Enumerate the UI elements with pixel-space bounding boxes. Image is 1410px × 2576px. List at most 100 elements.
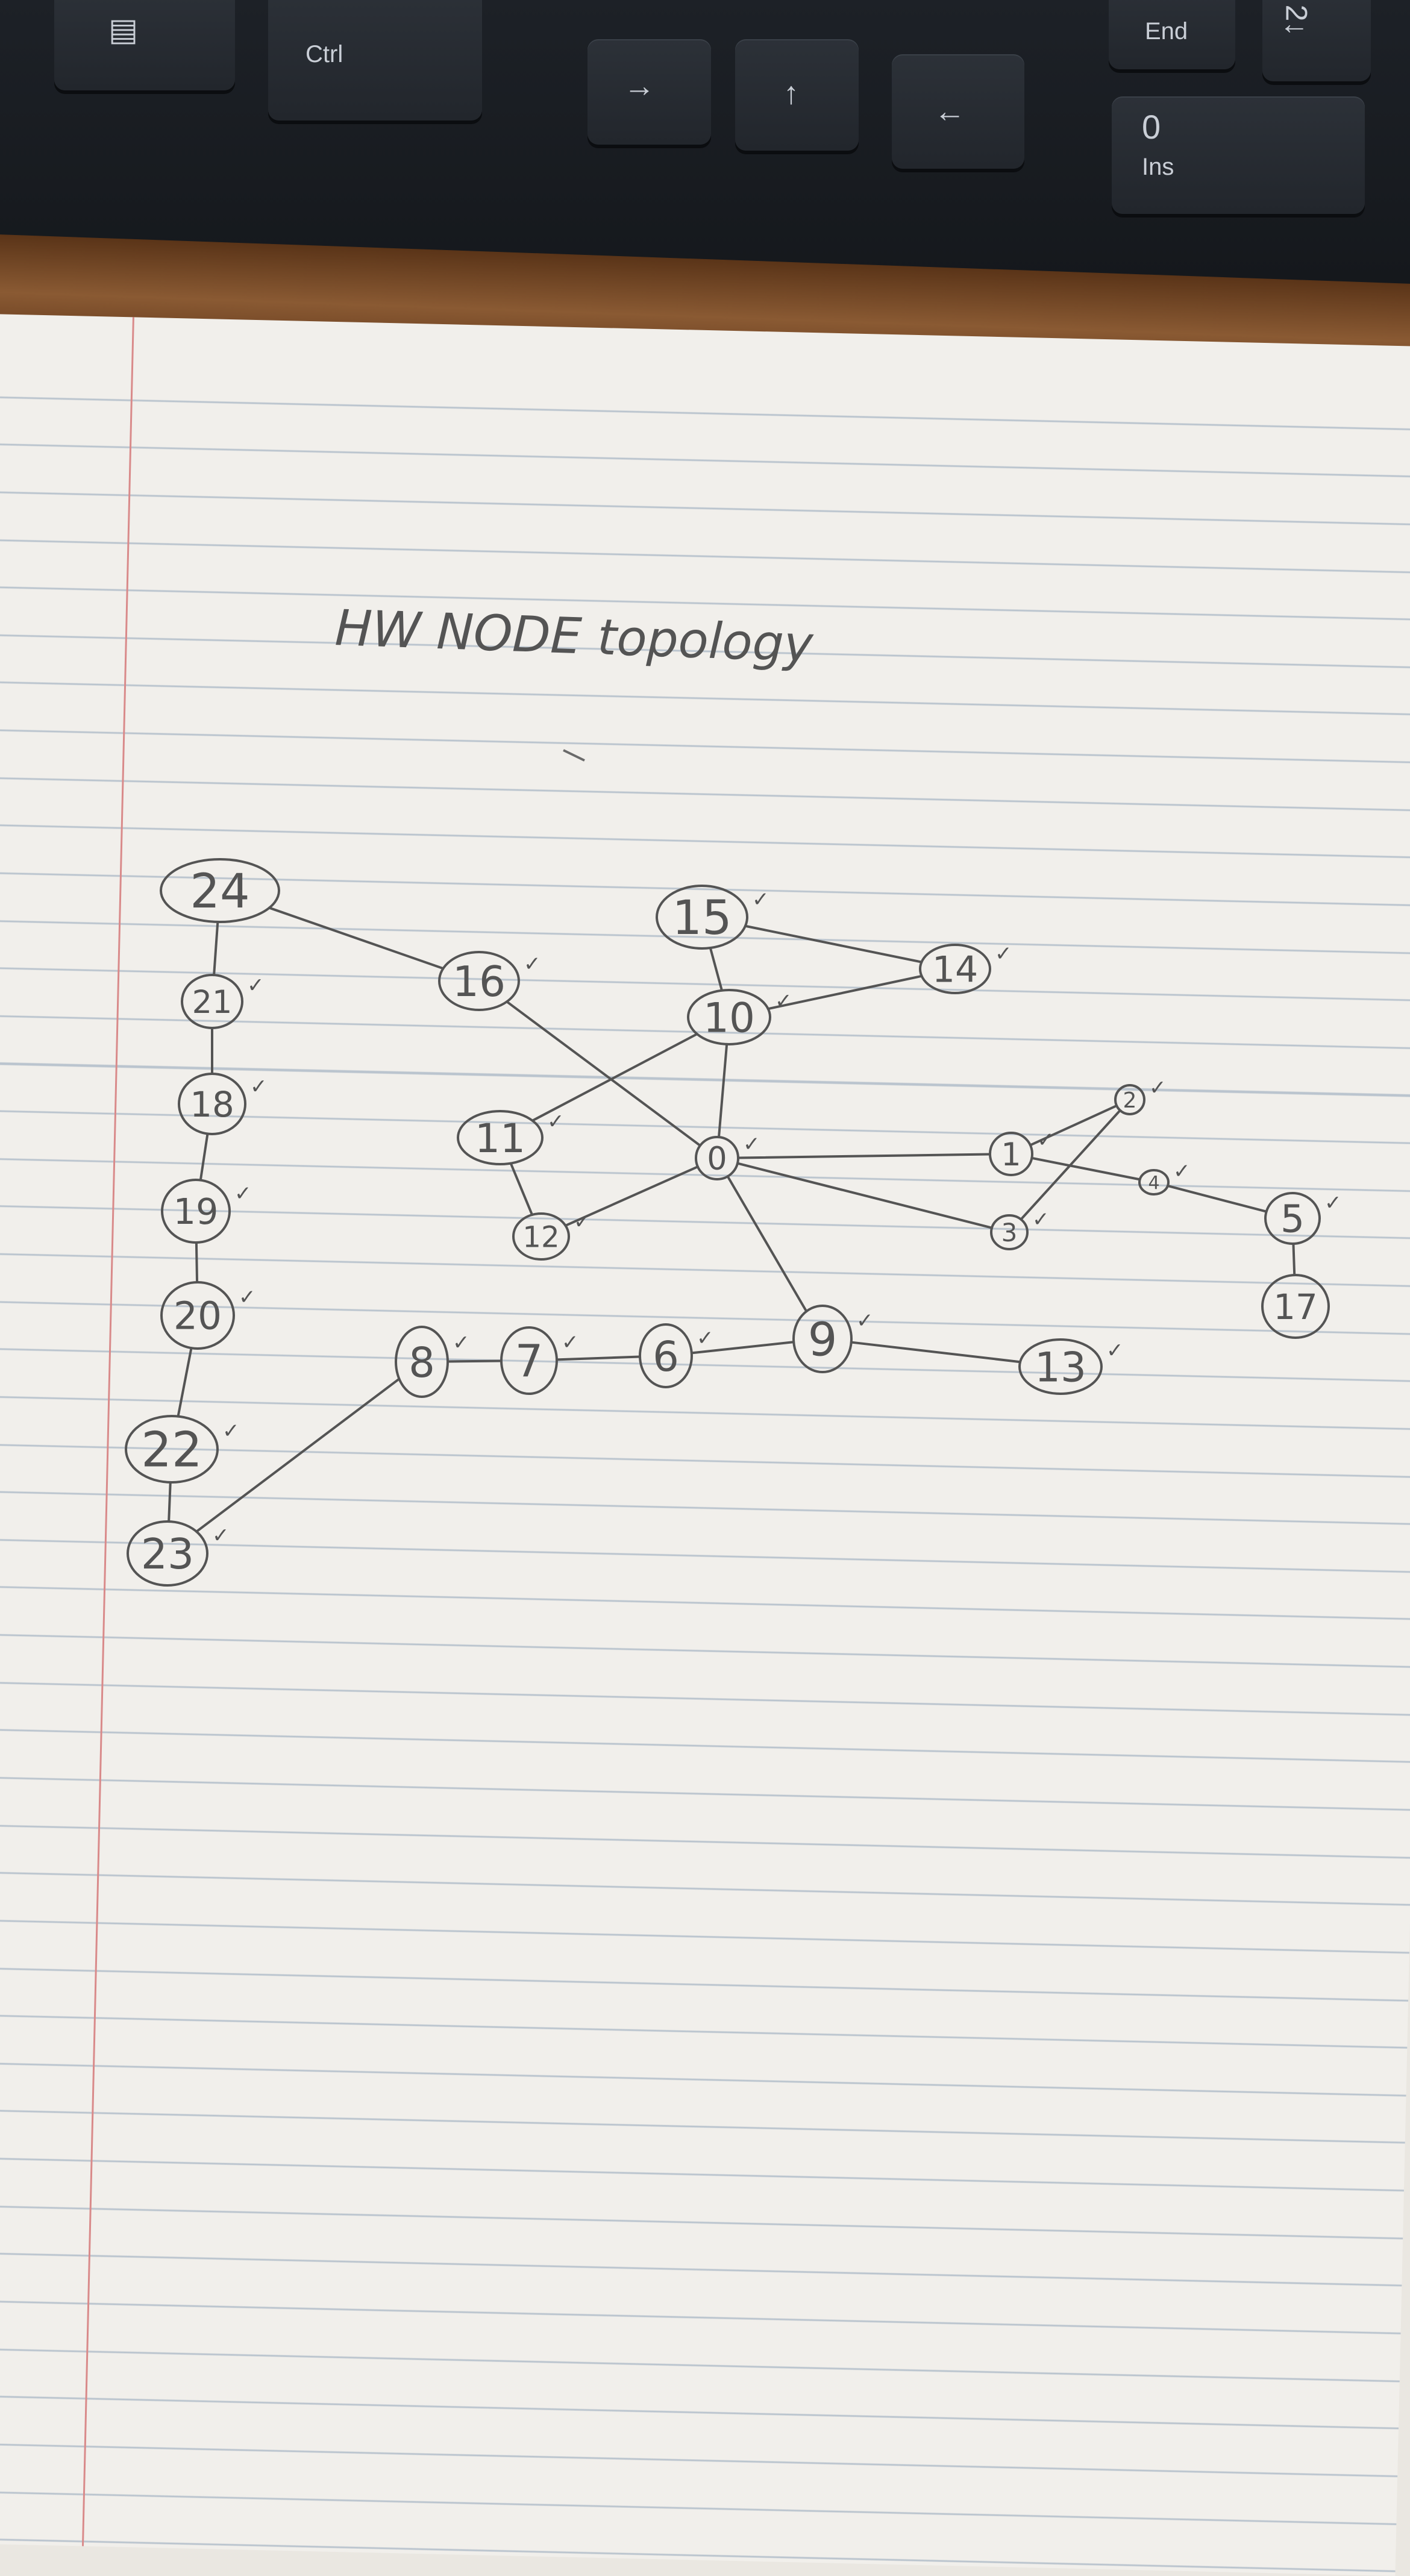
edge-2-3	[1020, 1109, 1121, 1221]
node-6: 6✓	[639, 1323, 714, 1388]
node-label-20: 20	[174, 1294, 222, 1338]
check-mark-icon: ✓	[239, 1285, 256, 1309]
check-mark-icon: ✓	[1149, 1076, 1167, 1100]
node-label-22: 22	[141, 1422, 202, 1478]
node-19: 19✓	[161, 1179, 252, 1244]
edge-20-22	[177, 1347, 193, 1418]
node-circle-12	[512, 1212, 570, 1261]
node-circle-9	[792, 1305, 853, 1373]
node-label-18: 18	[190, 1084, 234, 1125]
node-label-16: 16	[453, 958, 506, 1006]
edge-16-0	[506, 1000, 701, 1147]
edge-10-0	[717, 1042, 728, 1139]
check-mark-icon: ✓	[856, 1309, 874, 1333]
topology-diagram: HW NODE topology 2421✓18✓19✓20✓22✓23✓16✓…	[125, 600, 1342, 1587]
node-3: 3✓	[990, 1208, 1050, 1250]
edge-5-17	[1292, 1242, 1296, 1277]
edge-4-5	[1166, 1184, 1268, 1213]
check-mark-icon: ✓	[743, 1132, 760, 1156]
edge-22-23	[168, 1481, 172, 1523]
node-circle-24	[160, 858, 280, 923]
node-16: 16 ✓	[438, 951, 541, 1011]
keyboard-key-arrow-left: ←	[892, 54, 1024, 169]
node-9: 9✓	[792, 1305, 874, 1373]
node-12: 12 ✓	[512, 1210, 591, 1261]
edge-9-13	[850, 1341, 1022, 1364]
node-label-9: 9	[808, 1314, 838, 1367]
node-13: 13 ✓	[1018, 1338, 1124, 1395]
node-circle-6	[639, 1323, 693, 1388]
check-mark-icon: ✓	[1106, 1338, 1124, 1362]
node-circle-15	[656, 885, 748, 950]
node-17: 17	[1261, 1274, 1330, 1339]
node-label-3: 3	[1001, 1218, 1018, 1247]
check-mark-icon: ✓	[212, 1523, 230, 1547]
edge-1-2	[1029, 1104, 1118, 1147]
check-mark-icon: ✓	[524, 952, 541, 976]
key-label-ins: Ins	[1142, 154, 1174, 180]
node-circle-3	[990, 1214, 1029, 1250]
node-label-10: 10	[703, 994, 755, 1041]
keyboard-key-arrow-up: ↑	[735, 39, 859, 151]
keyboard-key-two: 2↓	[1262, 0, 1371, 81]
check-mark-icon: ✓	[752, 888, 769, 912]
edge-15-14	[744, 924, 923, 964]
keyboard-key-arrow-right: →	[588, 39, 711, 145]
edge-19-20	[195, 1241, 199, 1284]
edge-7-6	[555, 1355, 642, 1361]
node-22: 22 ✓	[125, 1415, 240, 1484]
node-label-11: 11	[475, 1115, 525, 1162]
node-circle-18	[178, 1073, 246, 1135]
node-label-17: 17	[1273, 1286, 1318, 1327]
node-circle-0	[695, 1136, 739, 1180]
node-label-1: 1	[1001, 1136, 1021, 1173]
check-mark-icon: ✓	[697, 1326, 714, 1350]
edge-0-3	[736, 1162, 994, 1229]
node-circle-23	[127, 1520, 208, 1587]
node-circle-20	[160, 1281, 235, 1350]
edge-11-12	[509, 1162, 534, 1217]
edge-24-21	[213, 920, 219, 977]
check-mark-icon: ✓	[222, 1419, 240, 1443]
keyboard-key-zero-ins: 0 Ins	[1112, 96, 1365, 214]
stray-pencil-mark	[563, 749, 585, 762]
check-mark-icon: ✓	[247, 974, 265, 998]
edge-18-19	[199, 1132, 209, 1182]
keyboard-key-end: End	[1109, 0, 1235, 69]
node-circle-2	[1114, 1084, 1145, 1115]
edge-9-0	[726, 1175, 808, 1313]
check-mark-icon: ✓	[574, 1210, 591, 1234]
node-11: 11✓	[457, 1110, 565, 1165]
check-mark-icon: ✓	[453, 1331, 470, 1355]
edge-10-14	[766, 974, 923, 1011]
check-mark-icon: ✓	[1173, 1159, 1191, 1183]
key-label-zero: 0	[1142, 108, 1161, 146]
edges-layer	[168, 906, 1296, 1533]
menu-key-icon: ▤	[108, 13, 139, 48]
diagram-title: HW NODE topology	[334, 600, 815, 674]
arrow-right-icon: →	[624, 69, 655, 104]
check-mark-icon: ✓	[1032, 1208, 1050, 1232]
node-circle-16	[438, 951, 520, 1011]
node-label-4: 4	[1148, 1173, 1159, 1194]
node-label-2: 2	[1123, 1088, 1137, 1113]
node-circle-13	[1018, 1338, 1103, 1395]
node-label-23: 23	[141, 1531, 194, 1579]
node-label-13: 13	[1035, 1343, 1086, 1391]
node-0: 0✓	[695, 1132, 760, 1180]
node-label-7: 7	[515, 1336, 544, 1387]
node-7: 7✓	[500, 1326, 579, 1395]
node-10: 10✓	[687, 989, 792, 1045]
check-mark-icon: ✓	[562, 1330, 579, 1355]
node-circle-22	[125, 1415, 219, 1484]
node-label-15: 15	[672, 891, 732, 945]
edge-23-8	[195, 1377, 401, 1533]
node-15: 15 ✓	[656, 885, 769, 950]
node-5: 5✓	[1264, 1191, 1342, 1245]
node-circle-14	[919, 944, 991, 994]
node-18: 18✓	[178, 1073, 268, 1135]
edge-24-16	[268, 906, 445, 970]
node-label-12: 12	[522, 1220, 559, 1254]
node-circle-17	[1261, 1274, 1330, 1339]
node-circle-1	[989, 1132, 1033, 1176]
